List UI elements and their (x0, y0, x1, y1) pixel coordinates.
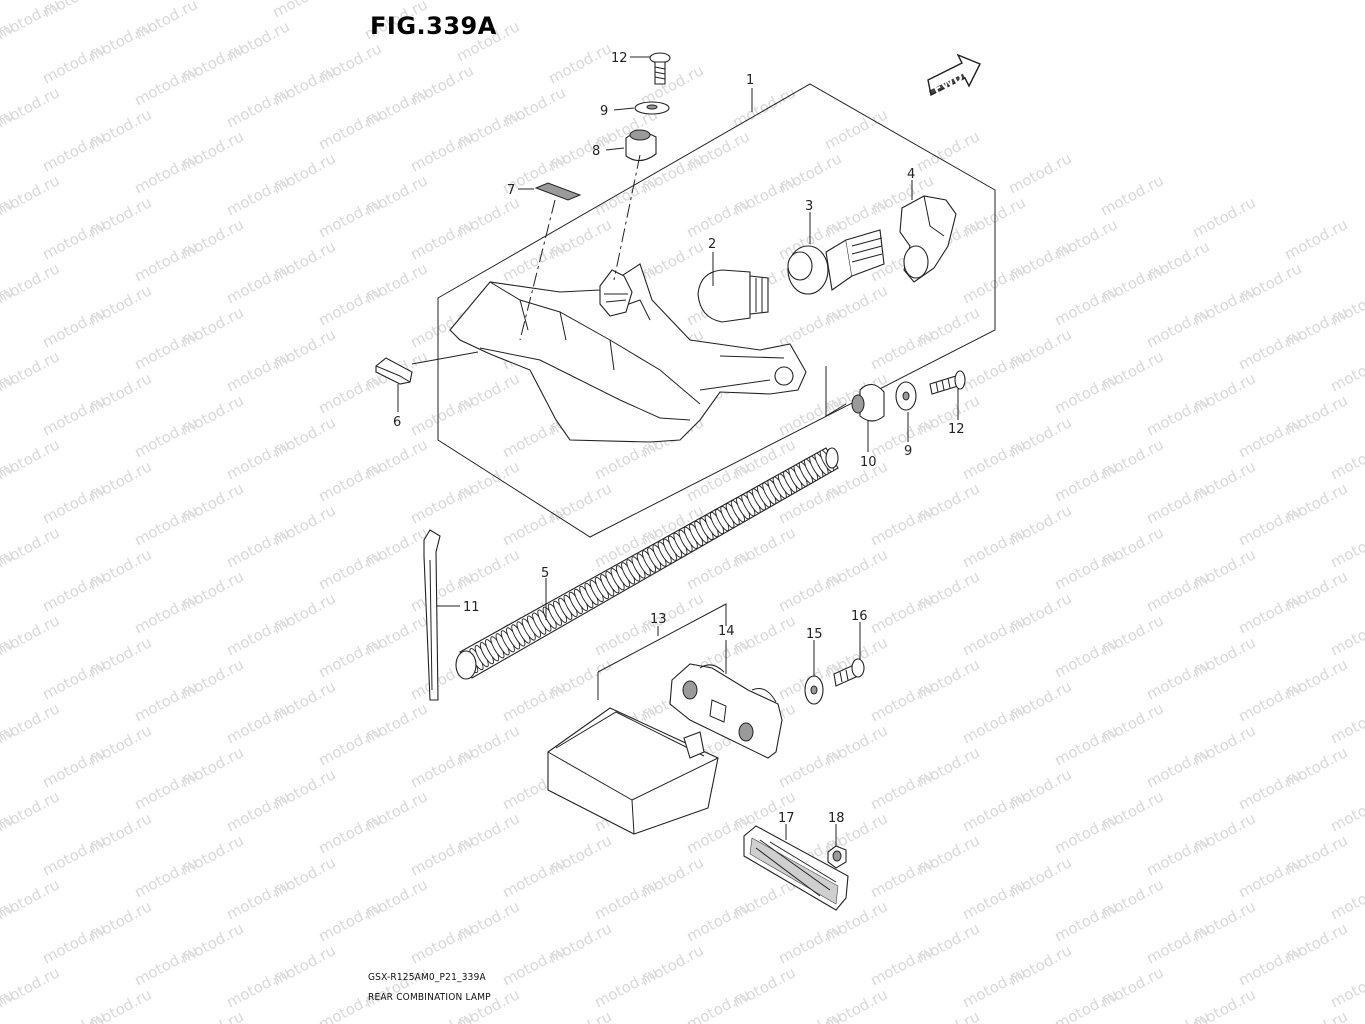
washer-part-9-top (634, 101, 670, 115)
callout-11: 11 (463, 600, 480, 615)
grommet-part-8 (625, 129, 657, 162)
callout-9-right: 9 (904, 444, 912, 459)
callout-2: 2 (708, 237, 716, 252)
bracket-part-14 (669, 663, 783, 759)
cable-tie-part-11 (423, 529, 441, 701)
callout-14: 14 (718, 624, 735, 639)
callout-10: 10 (860, 455, 877, 470)
callout-5: 5 (541, 566, 549, 581)
callout-12-right: 12 (948, 422, 965, 437)
figure-title: FIG.339A (370, 12, 497, 40)
grommet-part-10 (851, 383, 885, 422)
assembly-boundary (437, 83, 996, 538)
socket-part-3 (787, 229, 885, 295)
washer-part-15 (804, 675, 824, 705)
screw-part-12-top (649, 52, 671, 85)
callout-15: 15 (806, 627, 823, 642)
diagram-code: GSX-R125AM0_P21_339A (368, 972, 486, 983)
callout-1: 1 (746, 73, 754, 88)
callout-7: 7 (507, 183, 515, 198)
callout-4: 4 (907, 167, 915, 182)
callout-6: 6 (393, 415, 401, 430)
washer-part-9-right (895, 381, 917, 411)
callout-17: 17 (778, 811, 795, 826)
license-lamp-part-13 (547, 707, 719, 835)
cover-part-4 (899, 195, 957, 283)
screw-part-16 (833, 658, 865, 687)
nut-part-18 (827, 845, 847, 869)
callout-18: 18 (828, 811, 845, 826)
leader-lines (397, 56, 959, 846)
callout-3: 3 (805, 199, 813, 214)
tail-lamp-housing (449, 263, 807, 443)
callout-13: 13 (650, 612, 667, 627)
diagram-caption: REAR COMBINATION LAMP (368, 992, 491, 1003)
bulb-part-2 (697, 269, 769, 323)
callout-8: 8 (592, 144, 600, 159)
corrugated-tube-part-5 (455, 447, 839, 680)
screw-part-12-right (929, 370, 966, 395)
callout-16: 16 (851, 609, 868, 624)
callout-12-top: 12 (611, 51, 628, 66)
label-part-7 (534, 182, 582, 201)
reflector-part-17 (743, 825, 849, 911)
callout-9-top: 9 (600, 104, 608, 119)
fwd-arrow-icon: FWD (927, 53, 981, 97)
